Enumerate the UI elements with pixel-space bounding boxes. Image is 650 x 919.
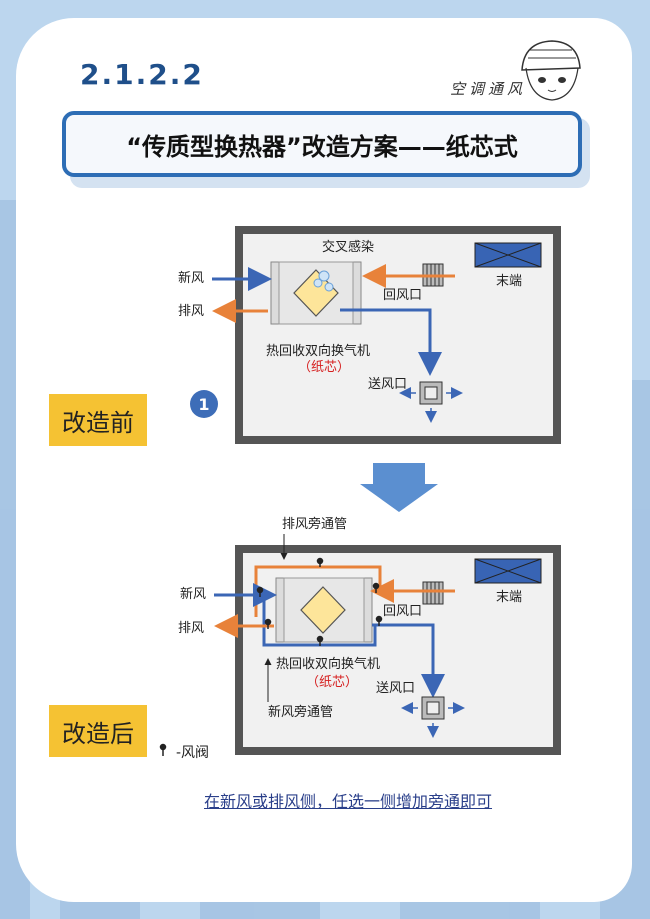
supply-air-line-after [372,623,445,698]
cross-infection-label: 交叉感染 [322,239,374,255]
before-tag: 改造前 [49,394,147,446]
terminal-label-before: 末端 [496,274,522,289]
brand-label: 空调通风 [450,80,527,98]
fresh-air-label-before: 新风 [178,270,204,286]
exhaust-bypass-label: 排风旁通管 [282,516,347,532]
fresh-air-label-after: 新风 [180,586,206,602]
exhaust-air-label-after: 排风 [178,621,204,636]
valve-legend-label: -风阀 [176,745,210,761]
valve-legend-icon [159,743,167,756]
terminal-unit-after [474,558,542,584]
unit-name-after: 热回收双向换气机 [276,656,380,672]
heat-recovery-unit-before [270,261,362,325]
return-port-label-after: 回风口 [383,604,422,619]
supply-port-label-after: 送风口 [376,681,415,696]
step-badge: 1 [190,390,218,418]
after-tag: 改造后 [49,705,147,757]
page-title: “传质型换热器”改造方案——纸芯式 [62,111,582,177]
unit-name-before: 热回收双向换气机 [266,343,370,359]
supply-diffuser-after [401,696,465,738]
footer-note: 在新风或排风侧，任选一侧增加旁通即可 [204,792,493,811]
valve-icons-after [256,557,383,646]
mascot-avatar [521,40,581,101]
transition-arrow [360,463,438,512]
supply-port-label-before: 送风口 [368,377,407,392]
terminal-unit-before [474,242,542,268]
exhaust-air-label-before: 排风 [178,304,204,319]
return-port-label-before: 回风口 [383,288,422,303]
ventilation-diagram: 交叉感染 末端 回风口 新风 排风 热回收双向换气机 （纸芯） 送风口 排风旁通… [159,226,561,756]
unit-core-before: （纸芯） [298,360,350,375]
return-grille-after [422,581,444,605]
section-number: 2.1.2.2 [80,58,204,91]
supply-air-line-before [340,308,442,376]
heat-recovery-unit-after [275,577,373,643]
unit-core-after: （纸芯） [306,675,358,690]
fresh-bypass-label: 新风旁通管 [268,704,333,720]
terminal-label-after: 末端 [496,590,522,605]
supply-diffuser-before [399,381,463,423]
